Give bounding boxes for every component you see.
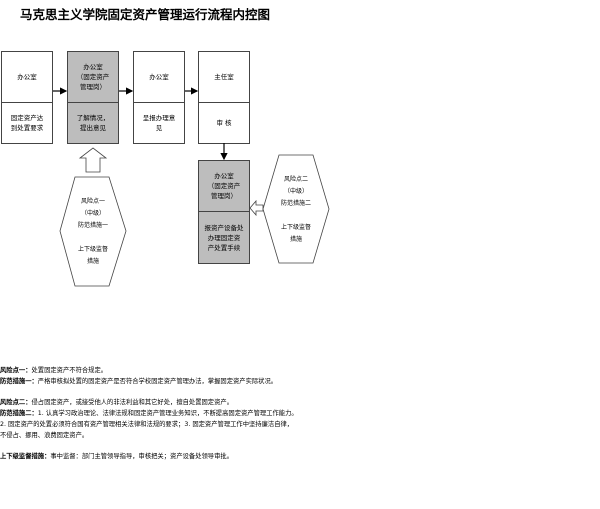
flow-box-step: 报资产设备处 办理固定资 产处置手续	[204, 223, 244, 252]
flow-box-dept: 办公室 （固定资产 管理岗）	[199, 161, 249, 212]
note-line: 2. 固定资产的处置必须符合国有资产管理相关法律和法规的要求；3. 固定资产管理…	[0, 420, 294, 428]
risk-hexagon-1	[59, 176, 127, 287]
flow-box-step: 呈报办理意 见	[142, 114, 176, 132]
page-title: 马克思主义学院固定资产管理运行流程内控图	[20, 7, 271, 22]
flow-box-approve: 主任室 审 核	[198, 51, 250, 144]
flow-box-request: 办公室 固定资产达 到处置要求	[1, 51, 53, 144]
note-line: 风险点一：处置固定资产不符合规定。	[0, 367, 108, 374]
risk-hexagon-2	[262, 154, 330, 264]
hollow-arrow-up-icon	[78, 147, 108, 173]
hollow-arrow-left-icon	[249, 199, 264, 217]
note-line: 风险点二：侵占固定资产，或接受他人的非法利益和其它好处，擅自处置固定资产。	[0, 399, 233, 407]
note-line: 防范措施一：严格审核拟处置的固定资产是否符合学校固定资产管理办法，掌握固定资产实…	[0, 377, 278, 385]
flow-box-step: 了解情况， 提出意见	[76, 114, 110, 132]
risk-point-2-text: 风险点二 （中级） 防范措施二 上下级监督 措施	[280, 176, 311, 243]
flow-box-dept: 主任室	[199, 52, 249, 103]
flow-box-dispose: 办公室 （固定资产 管理岗） 报资产设备处 办理固定资 产处置手续	[198, 160, 250, 264]
risk-point-1-text: 风险点一 （中级） 防范措施一 上下级监督 措施	[77, 198, 108, 265]
flow-box-step: 固定资产达 到处置要求	[10, 114, 44, 132]
flow-box-review: 办公室 （固定资产 管理岗） 了解情况， 提出意见	[67, 51, 119, 144]
flow-box-submit: 办公室 呈报办理意 见	[133, 51, 185, 144]
note-line: 上下级监督措施：事中监督：部门主管领导指导，审核把关；资产设备处领导审批。	[0, 453, 233, 461]
note-line: 不侵占、挪用、浪费固定资产。	[0, 431, 89, 439]
flow-box-dept: 办公室	[2, 52, 52, 103]
note-line: 防范措施二：1. 认真学习政治理论、法律法规和固定资产管理业务知识，不断提高固定…	[0, 410, 298, 418]
flow-box-dept: 办公室	[134, 52, 184, 103]
flow-box-step: 审 核	[216, 119, 232, 127]
notes-section: 风险点一：处置固定资产不符合规定。 防范措施一：严格审核拟处置的固定资产是否符合…	[0, 366, 600, 463]
flow-box-dept: 办公室 （固定资产 管理岗）	[68, 52, 118, 103]
